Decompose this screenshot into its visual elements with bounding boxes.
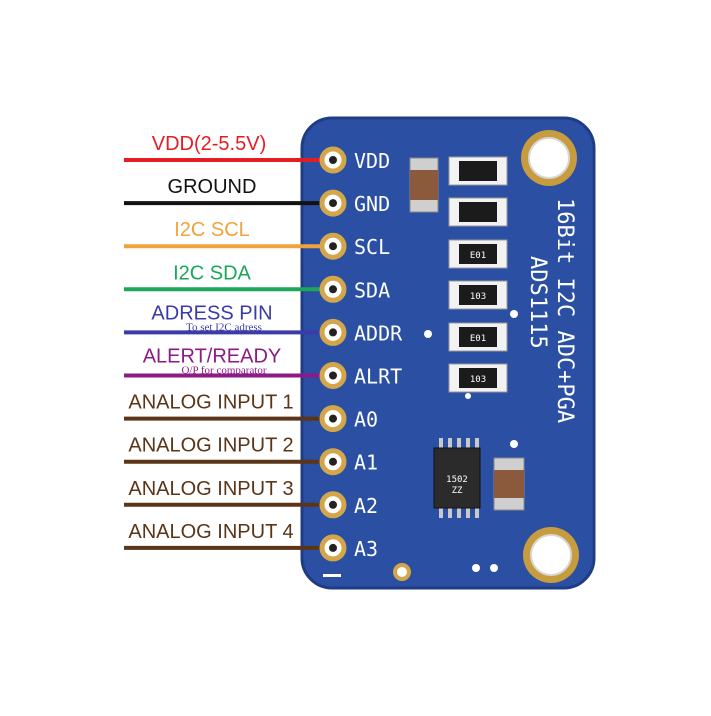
- capacitor-2: [493, 457, 525, 511]
- polarity-marker: [323, 574, 341, 577]
- pin-label: A3: [354, 537, 378, 561]
- resistor: E01: [448, 322, 508, 352]
- wire-note: To set I2C adress: [186, 321, 262, 333]
- wire-label: I2C SCL: [174, 219, 250, 241]
- pin-row-vdd: VDD VDD(2-5.5V): [124, 133, 390, 174]
- resistor: E01: [448, 239, 508, 269]
- pin-label: A2: [354, 494, 378, 518]
- board-part-silkscreen: ADS1115: [525, 256, 550, 349]
- pin-label: SCL: [354, 235, 390, 259]
- pin-row-a1: A1 ANALOG INPUT 2: [124, 435, 378, 476]
- wire-label: ADRESS PIN: [151, 302, 272, 324]
- resistor-marking: 103: [470, 375, 486, 385]
- pin-label: ALRT: [354, 365, 402, 389]
- wire-label: ALERT/READY: [143, 346, 282, 368]
- pin-row-a0: A0 ANALOG INPUT 1: [124, 392, 378, 433]
- pin-row-a3: A3 ANALOG INPUT 4: [124, 521, 378, 562]
- resistor: [448, 197, 508, 227]
- wire-label: ANALOG INPUT 3: [128, 478, 293, 500]
- pin-row-a2: A2 ANALOG INPUT 3: [124, 478, 378, 519]
- pin-label: A1: [354, 451, 378, 475]
- capacitor: [409, 157, 439, 213]
- pin-label: SDA: [354, 278, 390, 302]
- resistor-marking: 103: [470, 292, 486, 302]
- resistor: [448, 156, 508, 186]
- resistor-marking: E01: [470, 251, 486, 261]
- pin-row-gnd: GND GROUND: [124, 176, 390, 217]
- wire-label: ANALOG INPUT 2: [128, 435, 293, 457]
- board-title-silkscreen: 16Bit I2C ADC+PGA: [552, 198, 577, 423]
- resistor-marking: E01: [470, 334, 486, 344]
- wire-label: GROUND: [168, 176, 257, 198]
- pin-label: VDD: [354, 149, 390, 173]
- wire-note: O/P for comparator: [181, 365, 266, 377]
- pin-label: GND: [354, 192, 390, 216]
- pin-row-sda: SDA I2C SDA: [124, 262, 390, 303]
- wire-label: I2C SDA: [173, 262, 251, 284]
- pin-label: A0: [354, 408, 378, 432]
- mounting-hole-top: [521, 130, 577, 186]
- wire-label: VDD(2-5.5V): [152, 133, 266, 155]
- pin-row-scl: SCL I2C SCL: [124, 219, 390, 260]
- resistor: 103: [448, 280, 508, 310]
- mounting-hole-bottom: [523, 527, 579, 583]
- resistor: 103: [448, 363, 508, 393]
- wire-label: ANALOG INPUT 1: [128, 392, 293, 414]
- pin-rows: VDD VDD(2-5.5V) GND GROUND SCL I2C SCL SDA I2C …: [124, 133, 403, 562]
- pin-label: ADDR: [354, 321, 403, 345]
- vias: [393, 310, 518, 581]
- wire-label: ANALOG INPUT 4: [128, 521, 293, 543]
